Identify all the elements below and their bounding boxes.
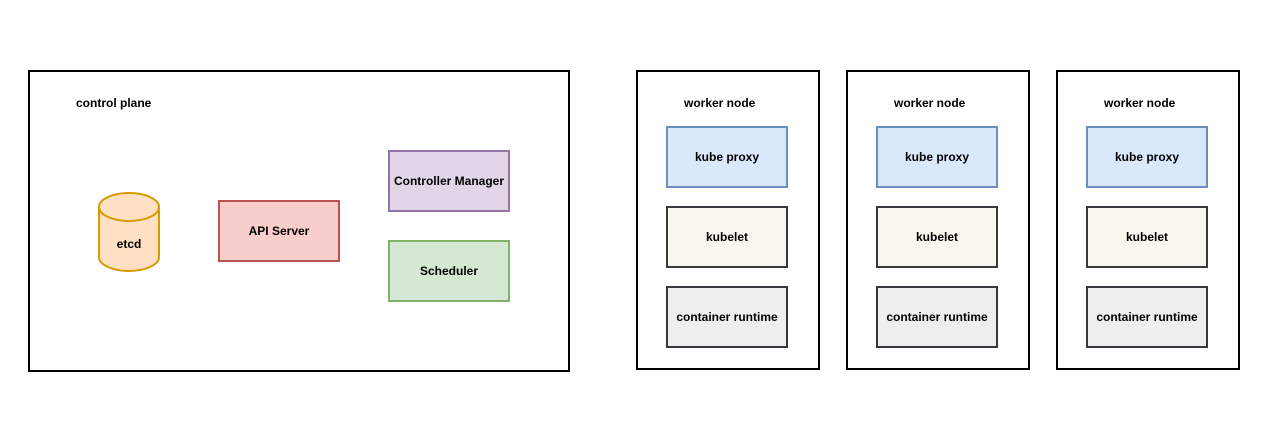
container-runtime-label: container runtime — [886, 310, 988, 324]
kube-proxy-box: kube proxy — [666, 126, 788, 188]
kubelet-label: kubelet — [915, 230, 958, 244]
worker-node-title: worker node — [1104, 96, 1176, 110]
container-runtime-label: container runtime — [1096, 310, 1198, 324]
kube-proxy-box: kube proxy — [876, 126, 998, 188]
container-runtime-box: container runtime — [666, 286, 788, 348]
kube-proxy-label: kube proxy — [1114, 150, 1180, 164]
kubelet-box: kubelet — [876, 206, 998, 268]
scheduler-label: Scheduler — [419, 264, 479, 278]
container-runtime-box: container runtime — [1086, 286, 1208, 348]
kubelet-label: kubelet — [1125, 230, 1168, 244]
kube-proxy-label: kube proxy — [904, 150, 970, 164]
controller-manager-label: Controller Manager — [393, 174, 504, 188]
api-server-box: API Server — [218, 200, 340, 262]
scheduler-box: Scheduler — [388, 240, 510, 302]
worker-node-title: worker node — [684, 96, 756, 110]
control-plane-title: control plane — [76, 96, 152, 110]
worker-node-title: worker node — [894, 96, 966, 110]
kube-proxy-box: kube proxy — [1086, 126, 1208, 188]
database-icon — [98, 192, 160, 272]
container-runtime-label: container runtime — [676, 310, 778, 324]
etcd-label: etcd — [116, 237, 142, 251]
kubelet-box: kubelet — [1086, 206, 1208, 268]
kubelet-label: kubelet — [705, 230, 748, 244]
container-runtime-box: container runtime — [876, 286, 998, 348]
controller-manager-box: Controller Manager — [388, 150, 510, 212]
kubelet-box: kubelet — [666, 206, 788, 268]
etcd-cylinder: etcd — [97, 191, 161, 273]
api-server-label: API Server — [248, 224, 310, 238]
kube-proxy-label: kube proxy — [694, 150, 760, 164]
